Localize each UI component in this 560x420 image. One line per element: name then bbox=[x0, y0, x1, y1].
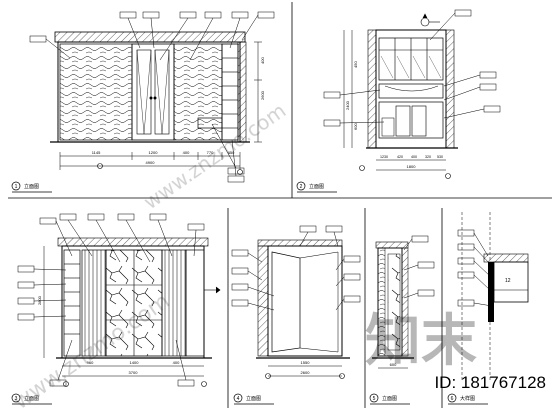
dim-text: 1400 bbox=[130, 360, 140, 365]
detail-dim: 12 bbox=[505, 278, 511, 284]
dim-text: 420 bbox=[397, 155, 403, 159]
dim-text: 400 bbox=[411, 155, 417, 159]
panel-5-caption: 5 立面图 bbox=[369, 393, 410, 405]
panel-4-elevation: 1550 2600 4 立面图 bbox=[231, 225, 361, 405]
panel-6-caption: 6 大样图 bbox=[447, 393, 488, 405]
dim-text: 1230 bbox=[380, 155, 388, 159]
panel-caption: 立面图 bbox=[246, 395, 261, 402]
dim-text: 400 bbox=[173, 360, 180, 365]
dim-text: 1145 bbox=[92, 150, 101, 155]
dim-text: 320 bbox=[425, 155, 431, 159]
dim-text: 2600 bbox=[260, 90, 265, 100]
dim-text: 530 bbox=[437, 155, 443, 159]
dim-text: 600 bbox=[390, 362, 397, 367]
section-arrow-icon bbox=[420, 13, 440, 27]
dim-text: 1550 bbox=[301, 360, 311, 365]
dim-text: 400 bbox=[183, 150, 190, 155]
panel-2-caption: 2 立面图 bbox=[296, 181, 337, 193]
dim-total: 4900 bbox=[146, 160, 156, 165]
panel-3-elevation: 960 1400 400 3700 2800 3 bbox=[11, 213, 221, 405]
dim-total: 1800 bbox=[407, 164, 417, 169]
dim-total: 3700 bbox=[129, 370, 139, 375]
panel-caption: 立面图 bbox=[24, 183, 39, 190]
panel-caption: 大样图 bbox=[460, 395, 475, 402]
panel-2-elevation: 1230 420 400 320 530 1800 2400 450 600 bbox=[296, 9, 501, 193]
id-label: ID: 181767128 bbox=[434, 373, 546, 392]
panel-1-caption: 1 立面图 bbox=[11, 181, 52, 193]
panel-number: 1 bbox=[15, 184, 18, 190]
panel-6-detail: 12 6 大样图 bbox=[447, 212, 529, 405]
panel-3-caption: 3 立面图 bbox=[11, 393, 52, 405]
panel-separators bbox=[8, 2, 552, 408]
dim-text: 2800 bbox=[37, 295, 42, 305]
dim-text: 450 bbox=[353, 61, 358, 68]
panel-1-elevation: 1145 1200 400 770 450 4900 2600 400 bbox=[11, 11, 275, 193]
panel-number: 6 bbox=[451, 396, 454, 402]
panel-number: 4 bbox=[237, 396, 240, 402]
dim-text: 1200 bbox=[149, 150, 159, 155]
panel-number: 5 bbox=[373, 396, 376, 402]
panel-4-caption: 4 立面图 bbox=[233, 393, 274, 405]
panel-number: 2 bbox=[300, 184, 303, 190]
panel-number: 3 bbox=[15, 396, 18, 402]
dim-total: 2600 bbox=[301, 370, 311, 375]
dim-text: 770 bbox=[207, 150, 214, 155]
panel-caption: 立面图 bbox=[309, 183, 324, 190]
panel-5-elevation: 600 5 立面图 bbox=[369, 235, 435, 405]
section-arrow-icon bbox=[204, 286, 221, 294]
dim-text: 450 bbox=[228, 150, 235, 155]
panel-caption: 立面图 bbox=[382, 395, 397, 402]
dim-text: 600 bbox=[353, 123, 358, 130]
dim-text: 2400 bbox=[345, 100, 350, 110]
dim-text: 960 bbox=[87, 360, 94, 365]
dim-text: 400 bbox=[260, 57, 265, 64]
panel-caption: 立面图 bbox=[24, 395, 39, 402]
